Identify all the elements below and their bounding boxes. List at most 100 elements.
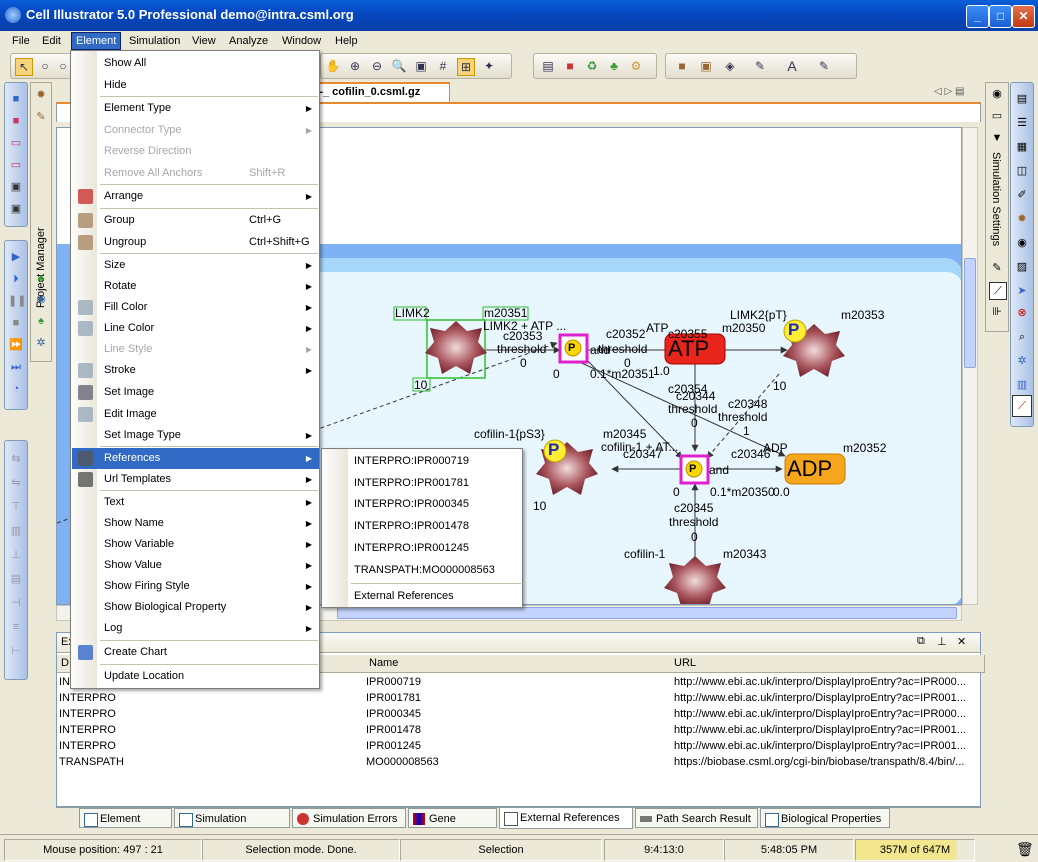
menu-item-rotate[interactable]: Rotate▶ — [72, 276, 319, 297]
sliders-icon[interactable]: ⊪ — [992, 306, 1002, 318]
align-icon-9[interactable]: ⊢ — [11, 645, 21, 657]
zoom-in-icon[interactable]: ⊕ — [349, 59, 361, 73]
menu-item-show-variable[interactable]: Show Variable▶ — [72, 534, 319, 555]
column-header-url[interactable]: URL — [670, 655, 985, 673]
recycle-icon[interactable]: ♻ — [586, 59, 598, 73]
tab-path-search-result[interactable]: Path Search Result — [635, 808, 758, 828]
end-icon[interactable]: ⏭ — [11, 361, 21, 373]
menu-item-edit-image[interactable]: Edit Image — [72, 404, 319, 425]
filter-icon[interactable]: ▼ — [991, 132, 1003, 144]
scroll-thumb[interactable] — [964, 258, 976, 368]
menu-item-hide[interactable]: Hide — [72, 75, 319, 96]
trash-icon[interactable]: 🗑 — [1016, 841, 1034, 857]
align-icon-4[interactable]: ▥ — [10, 525, 22, 537]
adp-node[interactable] — [784, 453, 846, 485]
save-icon[interactable]: ▣ — [10, 181, 22, 193]
menu-item-connector-type[interactable]: Connector Type▶ — [72, 120, 319, 141]
menu-file[interactable]: File — [12, 35, 30, 47]
pause-icon[interactable]: ❚❚ — [8, 295, 27, 307]
text-icon[interactable]: A — [787, 58, 797, 74]
menu-item-reverse-direction[interactable]: Reverse Direction — [72, 141, 319, 162]
note-icon[interactable]: ▨ — [1016, 261, 1028, 273]
menu-item-show-value[interactable]: Show Value▶ — [72, 555, 319, 576]
menu-item-line-color[interactable]: Line Color▶ — [72, 318, 319, 339]
zoom-out-icon[interactable]: ⊖ — [371, 59, 383, 73]
tab-element-lists[interactable]: Element Lists — [79, 808, 172, 845]
error-icon[interactable]: ⊗ — [1017, 307, 1027, 319]
doc-icon[interactable]: ▤ — [1016, 93, 1028, 105]
pin-icon[interactable]: ⊥ — [937, 636, 947, 648]
menu-item-set-image[interactable]: Set Image — [72, 382, 319, 403]
play-icon[interactable]: ▶ — [11, 251, 21, 263]
fit-icon[interactable]: ▣ — [415, 59, 427, 73]
align-icon-3[interactable]: ⊤ — [11, 501, 21, 513]
magic-icon[interactable]: ✦ — [483, 59, 495, 73]
align-icon-1[interactable]: ⇆ — [11, 453, 21, 465]
chart-bar-icon[interactable]: ▥ — [1016, 379, 1028, 391]
minimize-button[interactable]: _ — [966, 5, 989, 28]
tab-simulation-errors[interactable]: Simulation Errors — [292, 808, 406, 828]
globe-icon[interactable]: ◉ — [36, 293, 46, 305]
menu-item-element-type[interactable]: Element Type▶ — [72, 98, 319, 119]
layout-icon[interactable]: ⊞ — [457, 58, 475, 76]
menu-item-show-firing-style[interactable]: Show Firing Style▶ — [72, 576, 319, 597]
arrow-icon[interactable]: ➤ — [1017, 285, 1027, 297]
tab-simulation-history[interactable]: Simulation History — [174, 808, 290, 845]
menu-analyze[interactable]: Analyze — [229, 35, 269, 47]
pointer-icon[interactable]: ↖ — [15, 58, 33, 76]
project-manager-side-tab[interactable]: ✹ ✎ Project Manager ♣ ◉ ♠ ✲ — [30, 82, 52, 362]
menu-simulation[interactable]: Simulation — [129, 35, 181, 47]
submenu-item-interpro-ipr001478[interactable]: INTERPRO:IPR001478 — [354, 520, 469, 532]
search-icon[interactable]: ⌕ — [1018, 331, 1026, 343]
menu-view[interactable]: View — [192, 35, 216, 47]
submenu-item-interpro-ipr000345[interactable]: INTERPRO:IPR000345 — [354, 498, 469, 510]
vertical-scrollbar[interactable] — [962, 127, 978, 605]
menu-item-show-biological-property[interactable]: Show Biological Property▶ — [72, 597, 319, 618]
snowflake-icon[interactable]: ✲ — [36, 337, 46, 349]
align-icon-7[interactable]: ⊣ — [11, 597, 21, 609]
menu-window[interactable]: Window — [282, 35, 322, 47]
pen-icon[interactable]: ✎ — [992, 262, 1002, 274]
fill-color-icon[interactable]: ◈ — [725, 59, 735, 73]
grid-icon[interactable]: # — [439, 59, 447, 73]
menu-item-show-name[interactable]: Show Name▶ — [72, 513, 319, 534]
maximize-button[interactable]: □ — [989, 5, 1012, 28]
submenu-item-external-references[interactable]: External References — [354, 590, 454, 602]
note-icon[interactable]: ▤ — [542, 59, 554, 73]
menu-edit[interactable]: Edit — [42, 35, 61, 47]
eye-icon[interactable]: ◉ — [992, 88, 1002, 100]
chart-line-icon[interactable]: ⟋ — [1012, 395, 1032, 417]
pencil-icon[interactable]: ✎ — [36, 111, 46, 123]
pages-icon[interactable]: ▭ — [10, 159, 22, 171]
column-header-name[interactable]: Name — [365, 655, 675, 673]
menu-help[interactable]: Help — [335, 35, 358, 47]
tab-external-references[interactable]: External References — [499, 807, 633, 829]
circle-tool-icon[interactable]: ○ — [41, 59, 49, 73]
group-icon[interactable]: ■ — [678, 59, 686, 73]
close-button[interactable]: ✕ — [1012, 5, 1035, 28]
gear-icon[interactable]: ✹ — [1017, 213, 1027, 225]
menu-item-set-image-type[interactable]: Set Image Type▶ — [72, 425, 319, 446]
submenu-item-interpro-ipr000719[interactable]: INTERPRO:IPR000719 — [354, 455, 469, 467]
restore-icon[interactable]: ⧉ — [917, 635, 925, 647]
stop-icon[interactable]: ■ — [12, 317, 20, 329]
tree-icon[interactable]: ♣ — [610, 59, 618, 73]
menu-element[interactable]: Element — [71, 32, 122, 50]
place-icon[interactable]: ■ — [12, 93, 20, 105]
submenu-item-interpro-ipr001245[interactable]: INTERPRO:IPR001245 — [354, 542, 469, 554]
chart-pie-icon[interactable]: ◔ — [12, 383, 20, 395]
page-icon[interactable]: ▭ — [10, 137, 22, 149]
submenu-item-interpro-ipr001781[interactable]: INTERPRO:IPR001781 — [354, 477, 469, 489]
leaf-icon[interactable]: ♠ — [38, 315, 44, 327]
ungroup-icon[interactable]: ▣ — [700, 59, 712, 73]
stroke-icon[interactable]: ✎ — [818, 59, 830, 73]
step-icon[interactable]: ⏵ — [13, 273, 19, 285]
snowflake-icon[interactable]: ✲ — [1017, 355, 1027, 367]
pink-icon[interactable]: ■ — [12, 115, 20, 127]
forward-icon[interactable]: ⏩ — [9, 339, 23, 351]
menu-item-references[interactable]: References▶ — [72, 448, 319, 469]
